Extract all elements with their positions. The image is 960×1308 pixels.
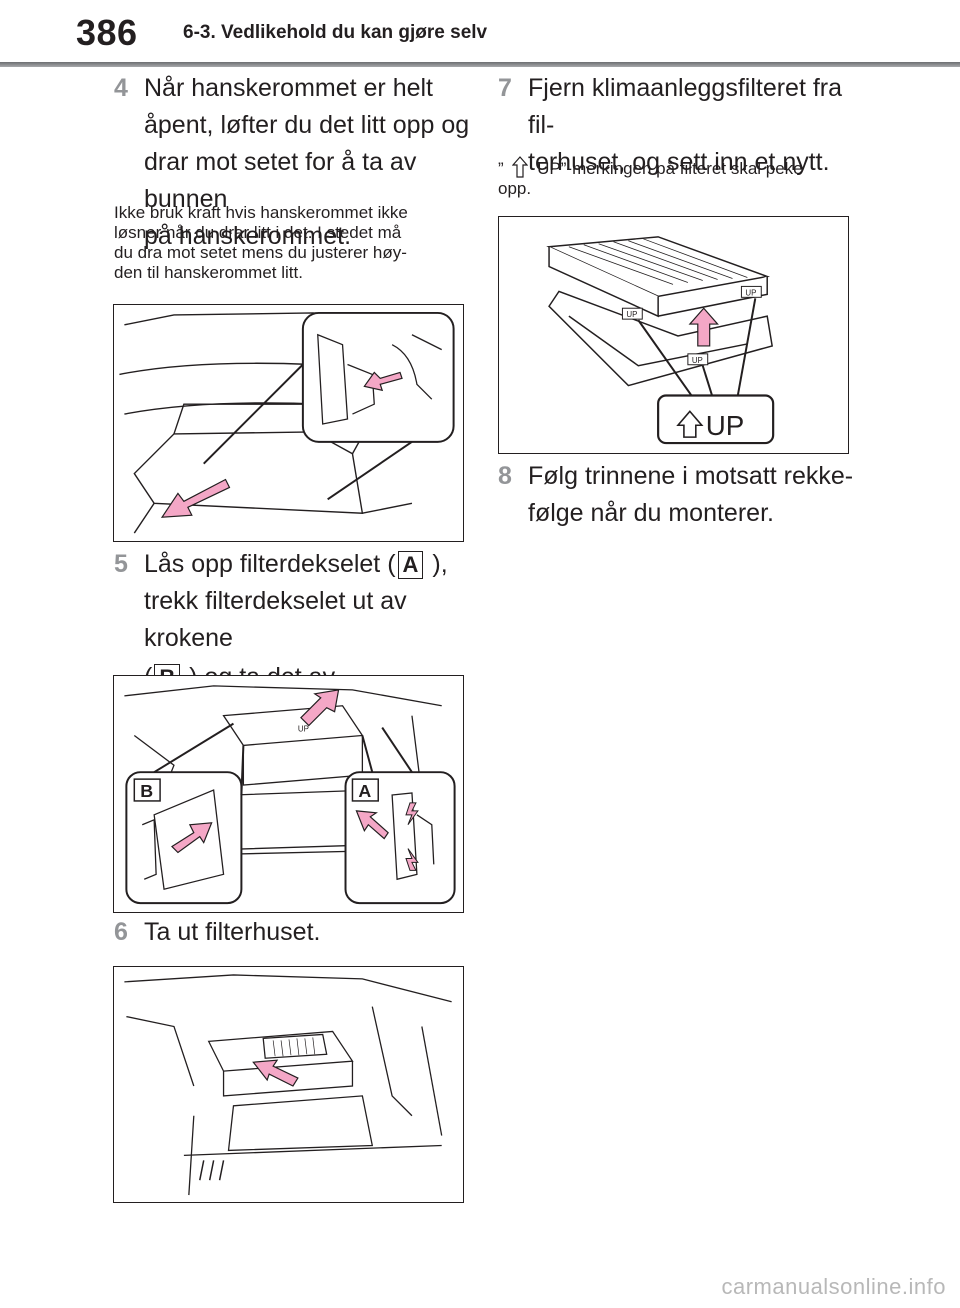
step-number: 7 [498,74,512,102]
step-line: Lås opp filterdekselet (A ), [114,546,474,583]
figure-label-a: A [358,781,371,801]
label-a-box: A [397,551,424,579]
up-arrow-icon [512,156,529,178]
note-up-marking: ” UP”-merkingen på filteret skal peke op… [498,156,848,199]
figure-label-b: B [140,781,153,801]
quote-mark: ” [498,159,504,178]
glovebox-illustration [113,304,464,542]
step-number: 5 [114,550,128,578]
step-line: drar mot setet for å ta av bunnen [144,148,417,213]
filter-housing-illustration [113,966,464,1203]
note-line: den til hanskerommet litt. [114,263,303,282]
section-title: 6-3. Vedlikehold du kan gjøre selv [183,22,488,43]
step-number: 8 [498,462,512,490]
step-line: terhuset, og sett inn et nytt. [528,148,830,176]
step-line: trekk filterdekselet ut av krokene [144,587,407,652]
filter-housing-drawing [124,974,452,1196]
step-number: 4 [114,74,128,102]
step-line: Når hanskerommet er helt [144,74,434,102]
filter-up-drawing: UP UP UP UP [546,236,775,445]
step-line: Ta ut filterhuset. [144,918,321,946]
filter-up-mark: UP [745,288,756,297]
step-7: 7 Fjern klimaanleggsfilteret fra fil- te… [498,70,858,181]
step-5: 5 Lås opp filterdekselet (A ), trekk fil… [114,546,474,696]
note-line: Ikke bruk kraft hvis hanskerommet ikke [114,203,408,222]
filter-up-illustration: UP UP UP UP [498,216,849,454]
step-line: Fjern klimaanleggsfilteret fra fil- [528,74,843,139]
step-line: åpent, løfter du det litt opp og [144,111,470,139]
filter-cover-drawing: UP B A [124,685,456,905]
note-text: UP”-merkingen på filteret skal peke [537,159,803,178]
step-text: ), [425,550,448,578]
step-6: 6 Ta ut filterhuset. [114,914,474,951]
step-line: på hanskerommet. [144,222,352,250]
up-label: UP [706,410,745,441]
svg-text:UP: UP [298,725,309,734]
note-line: ” UP”-merkingen på filteret skal peke [498,156,848,179]
step-text: Lås opp filterdekselet ( [144,550,396,578]
step-4: 4 Når hanskerommet er helt åpent, løfter… [114,70,474,255]
filter-cover-illustration: UP B A [113,675,464,913]
watermark: carmanualsonline.info [721,1274,946,1299]
header-rule [0,62,960,67]
note-line: løsner når du drar litt i det. I stedet … [114,223,402,242]
note-glovebox: Ikke bruk kraft hvis hanskerommet ikke l… [114,203,474,283]
step-line: følge når du monterer. [528,499,774,527]
filter-up-mark: UP [626,310,637,319]
note-line: du dra mot setet mens du justerer høy- [114,243,407,262]
glovebox-drawing [119,311,455,534]
step-8: 8 Følg trinnene i motsatt rekke- følge n… [498,458,858,532]
note-line: opp. [498,179,532,198]
page-number: 386 [76,12,138,53]
step-number: 6 [114,918,128,946]
filter-up-mark: UP [692,356,703,365]
step-line: Følg trinnene i motsatt rekke- [528,462,854,490]
